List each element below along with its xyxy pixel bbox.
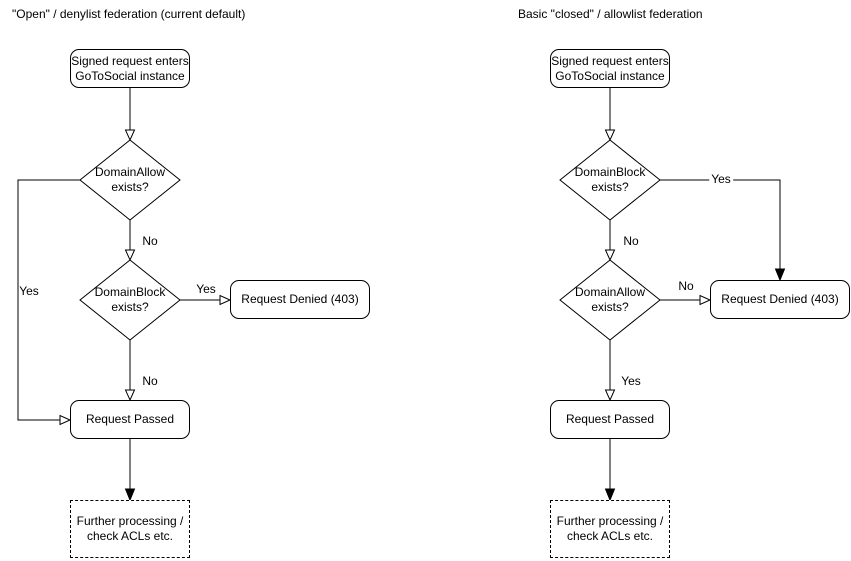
left-start-node: Signed request enters GoToSocial instanc… [70,49,190,88]
open-arrowhead [124,129,136,142]
left-further-node: Further processing / check ACLs etc. [70,500,190,558]
left-decision2-text: DomainBlock exists? [94,285,166,314]
open-arrowhead [219,294,232,306]
left-d1-no-label: No [142,234,158,248]
open-arrowhead [124,389,136,402]
left-edge-d1-yes-to-passed [17,179,80,421]
open-arrowhead [59,414,72,426]
right-d1-no-label: No [623,234,639,248]
open-arrowhead [604,249,616,262]
right-d2-yes-label: Yes [621,374,641,388]
left-passed-node: Request Passed [70,400,190,439]
right-further-node: Further processing / check ACLs etc. [550,500,670,558]
left-chart-edges [17,88,232,502]
open-arrowhead [124,249,136,262]
right-start-node: Signed request enters GoToSocial instanc… [550,49,670,88]
solid-arrowhead [604,488,616,502]
left-denied-node: Request Denied (403) [230,280,370,319]
right-d2-no-label: No [678,279,694,293]
right-denied-node: Request Denied (403) [710,280,850,319]
solid-arrowhead [774,268,786,282]
right-passed-node: Request Passed [550,400,670,439]
left-chart-title: "Open" / denylist federation (current de… [12,7,246,21]
right-chart-edges [559,88,786,502]
open-arrowhead [604,389,616,402]
left-d2-yes-label: Yes [196,282,216,296]
left-decision1-text: DomainAllow exists? [94,165,166,194]
solid-arrowhead [124,488,136,502]
left-d1-yes-label: Yes [19,284,39,298]
right-chart-title: Basic "closed" / allowlist federation [518,7,703,21]
right-edge-d1-yes-to-denied [660,179,781,269]
right-decision1-text: DomainBlock exists? [574,165,646,194]
open-arrowhead [604,129,616,142]
left-d2-no-label: No [142,374,158,388]
right-decision2-text: DomainAllow exists? [574,285,646,314]
right-d1-yes-label: Yes [709,172,733,186]
open-arrowhead [699,294,712,306]
